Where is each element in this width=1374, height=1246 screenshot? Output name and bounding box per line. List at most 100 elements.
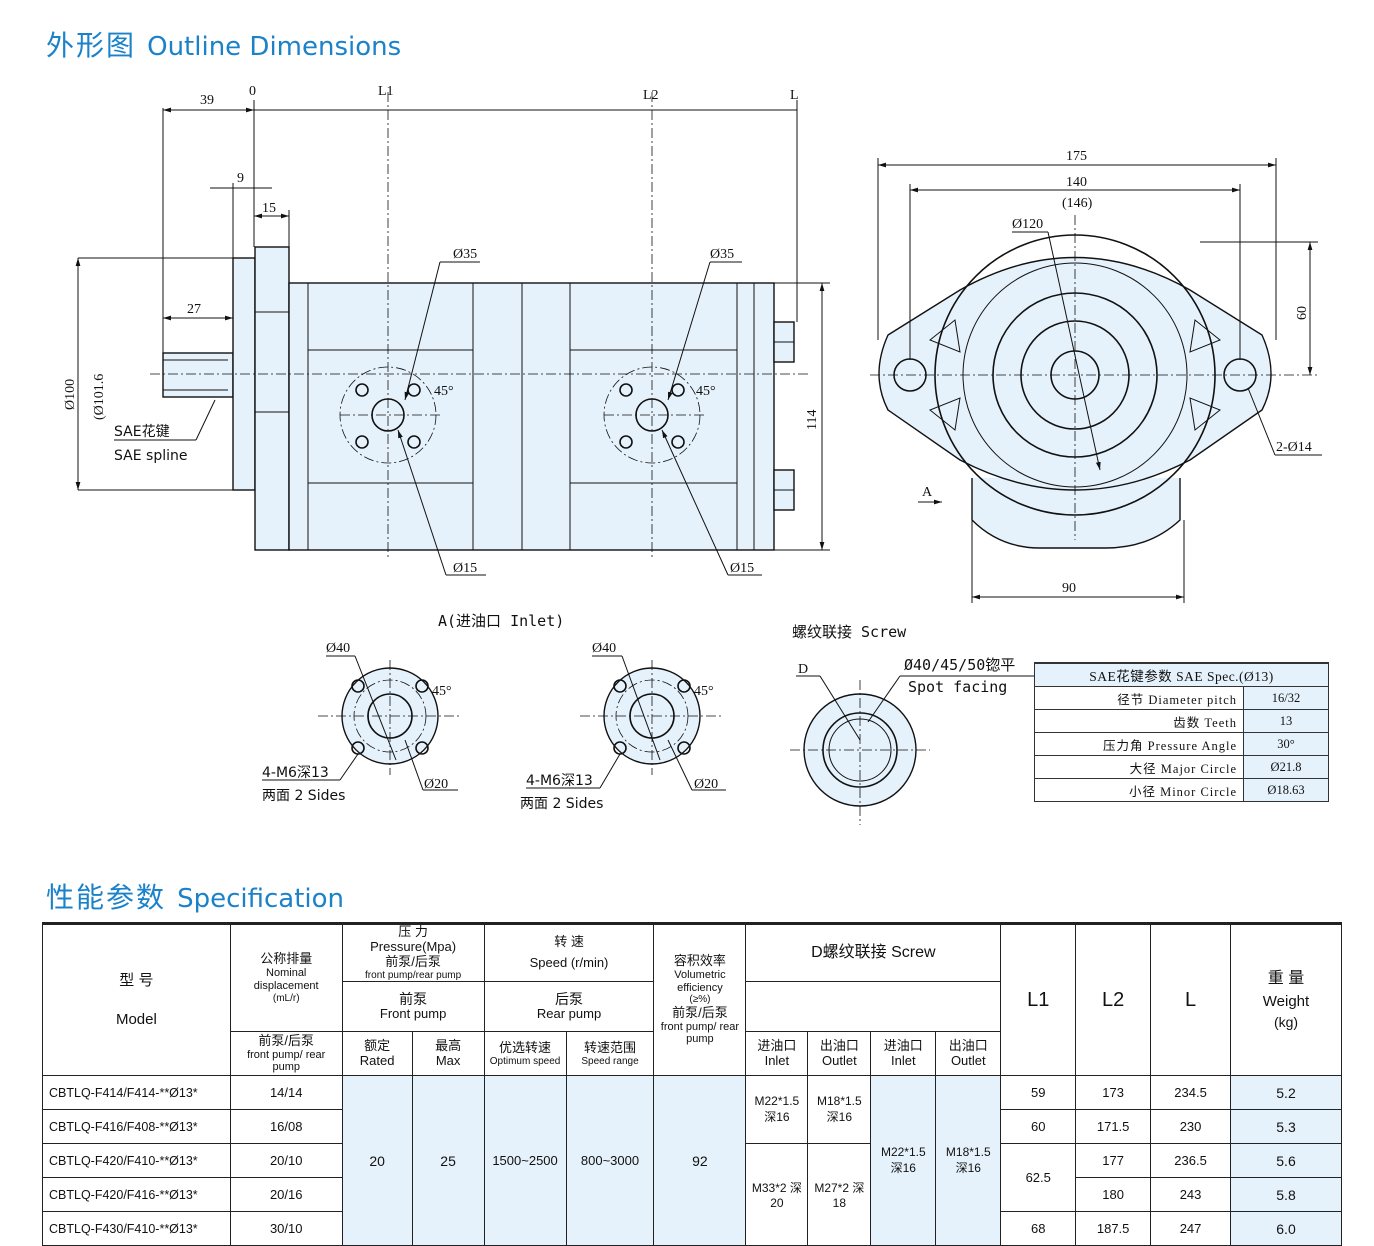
front-outlet-a: M18*1.5 深16 xyxy=(807,1075,872,1145)
dim-15: 15 xyxy=(262,201,276,216)
dim-90: 90 xyxy=(1062,581,1076,596)
spot-facing-cn: Ø40/45/50锪平 xyxy=(904,656,1015,674)
front-flange xyxy=(254,246,290,551)
pump-body xyxy=(288,282,775,551)
dim-2-14: 2-Ø14 xyxy=(1276,440,1312,455)
dim-60: 60 xyxy=(1295,306,1310,320)
rear-port xyxy=(603,92,729,576)
spec-header-cn: 性能参数 xyxy=(46,881,167,914)
dim-l: L xyxy=(790,88,799,103)
spec-header-en: Specification xyxy=(177,884,345,914)
front-outlet-b: M27*2 深18 xyxy=(807,1143,872,1246)
front-inlet-a: M22*1.5 深16 xyxy=(745,1075,809,1145)
screw-detail: D Ø40/45/50锪平 Spot facing xyxy=(790,656,1035,825)
table-row: CBTLQ-F430/F410-**Ø13* 30/10 68 187.5 24… xyxy=(42,1211,1342,1246)
max-cell: 25 xyxy=(411,1075,485,1246)
vol-eff-cell: 92 xyxy=(653,1075,747,1246)
dim-d120: Ø120 xyxy=(1012,217,1043,232)
rear-inlet: M22*1.5 深16 xyxy=(870,1075,937,1246)
spot-facing-en: Spot facing xyxy=(908,678,1007,696)
sae-spec-title: SAE花键参数 SAE Spec.(Ø13) xyxy=(1034,662,1329,687)
rear-d35: Ø35 xyxy=(710,247,734,262)
front-angle: 45° xyxy=(434,384,454,399)
outline-header-cn: 外形图 xyxy=(46,29,137,62)
dim-175: 175 xyxy=(1066,149,1087,164)
col-l: L xyxy=(1150,921,1231,1077)
dim-114: 114 xyxy=(805,410,820,430)
dim-dia100: Ø100 xyxy=(63,379,78,410)
inlet1-d20: Ø20 xyxy=(424,777,448,792)
dim-l1: L1 xyxy=(378,84,394,99)
table-row: CBTLQ-F420/F410-**Ø13* 20/10 M33*2 深20 M… xyxy=(42,1143,1342,1246)
inlet1-sides: 两面 2 Sides xyxy=(262,788,345,804)
inlet2-m6: 4-M6深13 xyxy=(526,773,593,789)
col-l2: L2 xyxy=(1075,921,1152,1077)
col-screw: D螺纹联接 Screw xyxy=(745,921,1002,983)
rear-outlet: M18*1.5 深16 xyxy=(935,1075,1002,1246)
dim-146: (146) xyxy=(1062,196,1093,211)
view-a-label: A xyxy=(922,485,933,500)
outline-drawing: 39 0 L1 L2 L 9 15 27 Ø100 (Ø101.6 SAE花键 … xyxy=(63,84,1322,825)
inlet1-d40: Ø40 xyxy=(326,641,350,656)
front-d15: Ø15 xyxy=(453,561,477,576)
inlet1-angle: 45° xyxy=(432,684,452,699)
dim-39: 39 xyxy=(200,93,214,108)
dim-0: 0 xyxy=(249,84,256,99)
col-l1: L1 xyxy=(1000,921,1077,1077)
inlet-detail-1: Ø40 45° Ø20 4-M6深13 两面 2 Sides xyxy=(262,641,462,804)
front-view: 175 140 (146) Ø120 60 2-Ø14 90 A xyxy=(870,149,1322,603)
rated-cell: 20 xyxy=(341,1075,413,1246)
dim-140: 140 xyxy=(1066,175,1087,190)
inlet2-sides: 两面 2 Sides xyxy=(520,796,603,812)
range-cell: 800~3000 xyxy=(565,1075,655,1246)
spline-label-en: SAE spline xyxy=(114,448,187,464)
front-inlet-b: M33*2 深20 xyxy=(745,1143,809,1246)
table-row: CBTLQ-F416/F408-**Ø13* 16/08 60 171.5 23… xyxy=(42,1109,1342,1145)
inlet2-d40: Ø40 xyxy=(592,641,616,656)
inlet2-d20: Ø20 xyxy=(694,777,718,792)
dim-dia101: (Ø101.6 xyxy=(92,374,107,420)
rear-d15: Ø15 xyxy=(730,561,754,576)
inlet-detail-2: Ø40 45° Ø20 4-M6深13 两面 2 Sides xyxy=(520,641,726,812)
table-row: CBTLQ-F414/F414-**Ø13* 14/14 20 25 1500~… xyxy=(42,1075,1342,1246)
optimum-cell: 1500~2500 xyxy=(483,1075,567,1246)
outline-header: 外形图 Outline Dimensions xyxy=(46,24,401,64)
inlet2-angle: 45° xyxy=(694,684,714,699)
outline-header-en: Outline Dimensions xyxy=(147,32,402,62)
dim-9: 9 xyxy=(237,171,244,186)
screw-d: D xyxy=(798,662,808,677)
inlet1-m6: 4-M6深13 xyxy=(262,765,329,781)
front-d35: Ø35 xyxy=(453,247,477,262)
sae-spec-table: SAE花键参数 SAE Spec.(Ø13) 径节 Diameter pitch… xyxy=(1034,662,1329,802)
l1-merged: 62.5 xyxy=(1000,1143,1077,1213)
rear-angle: 45° xyxy=(696,384,716,399)
screw-title: 螺纹联接 Screw xyxy=(792,623,907,641)
front-port xyxy=(339,92,447,576)
dim-27: 27 xyxy=(187,302,201,317)
dim-l2: L2 xyxy=(643,88,659,103)
side-view: 39 0 L1 L2 L 9 15 27 Ø100 (Ø101.6 SAE花键 … xyxy=(63,84,830,576)
inlet-title: A(进油口 Inlet) xyxy=(438,612,564,630)
